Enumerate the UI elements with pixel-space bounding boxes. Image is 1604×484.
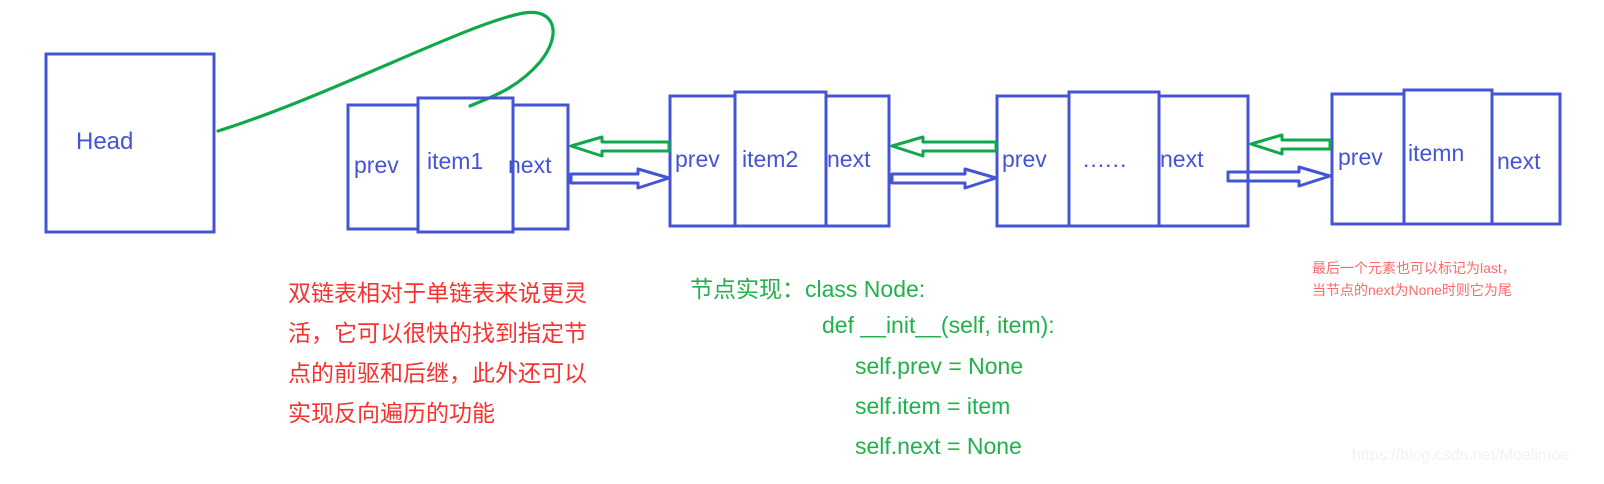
node-3-next-label: next: [1160, 146, 1204, 172]
head-label: Head: [76, 128, 134, 155]
watermark-text: https://blog.csdn.net/Moelimoe: [1352, 447, 1570, 464]
code-line-self-next: self.next = None: [855, 433, 1022, 459]
link-2-backward-arrow: [890, 135, 998, 158]
node-4: [1330, 88, 1562, 226]
node-3-next-cell: [1157, 94, 1250, 228]
node-2-next-label: next: [827, 146, 871, 172]
link-2-forward-arrow: [890, 167, 998, 190]
red-small-note-line-2: 当节点的next为None时则它为尾: [1312, 282, 1512, 298]
node-2-prev-label: prev: [675, 146, 720, 172]
node-1-next-label: next: [508, 152, 552, 178]
node-2-item-label: item2: [742, 146, 799, 172]
node-4-next-label: next: [1497, 148, 1541, 174]
red-note-line-1: 双链表相对于单链表来说更灵: [288, 280, 587, 306]
code-line-self-prev: self.prev = None: [855, 353, 1024, 379]
code-line-self-item: self.item = item: [855, 393, 1011, 419]
link-1-backward-arrow: [569, 135, 671, 158]
red-note-line-4: 实现反向遍历的功能: [288, 400, 495, 426]
head-to-node1-curve: [216, 10, 555, 133]
red-note-line-3: 点的前驱和后继，此外还可以: [288, 360, 587, 386]
node-1-next-cell: [511, 103, 570, 231]
node-2: [668, 90, 891, 228]
node-2-next-cell: [824, 94, 891, 228]
head-box: [44, 52, 216, 234]
link-3-backward-arrow: [1249, 133, 1332, 156]
link-1-forward-arrow: [569, 167, 671, 190]
node-3-item-label: ......: [1083, 146, 1128, 172]
node-3: [995, 90, 1250, 228]
green-note-heading: 节点实现：class Node:: [690, 276, 926, 302]
node-1-item-label: item1: [427, 148, 484, 174]
link-3-forward-arrow: [1226, 165, 1332, 188]
node-1-prev-label: prev: [354, 152, 399, 178]
red-note-line-2: 活，它可以很快的找到指定节: [288, 320, 587, 346]
node-4-item-label: itemn: [1408, 140, 1465, 166]
node-4-prev-label: prev: [1338, 144, 1383, 170]
node-4-next-cell: [1490, 92, 1562, 226]
red-small-note-line-1: 最后一个元素也可以标记为last，: [1312, 260, 1516, 276]
code-line-init: def __init__(self, item):: [822, 312, 1055, 338]
node-3-prev-label: prev: [1002, 146, 1047, 172]
node-1: [346, 96, 570, 234]
